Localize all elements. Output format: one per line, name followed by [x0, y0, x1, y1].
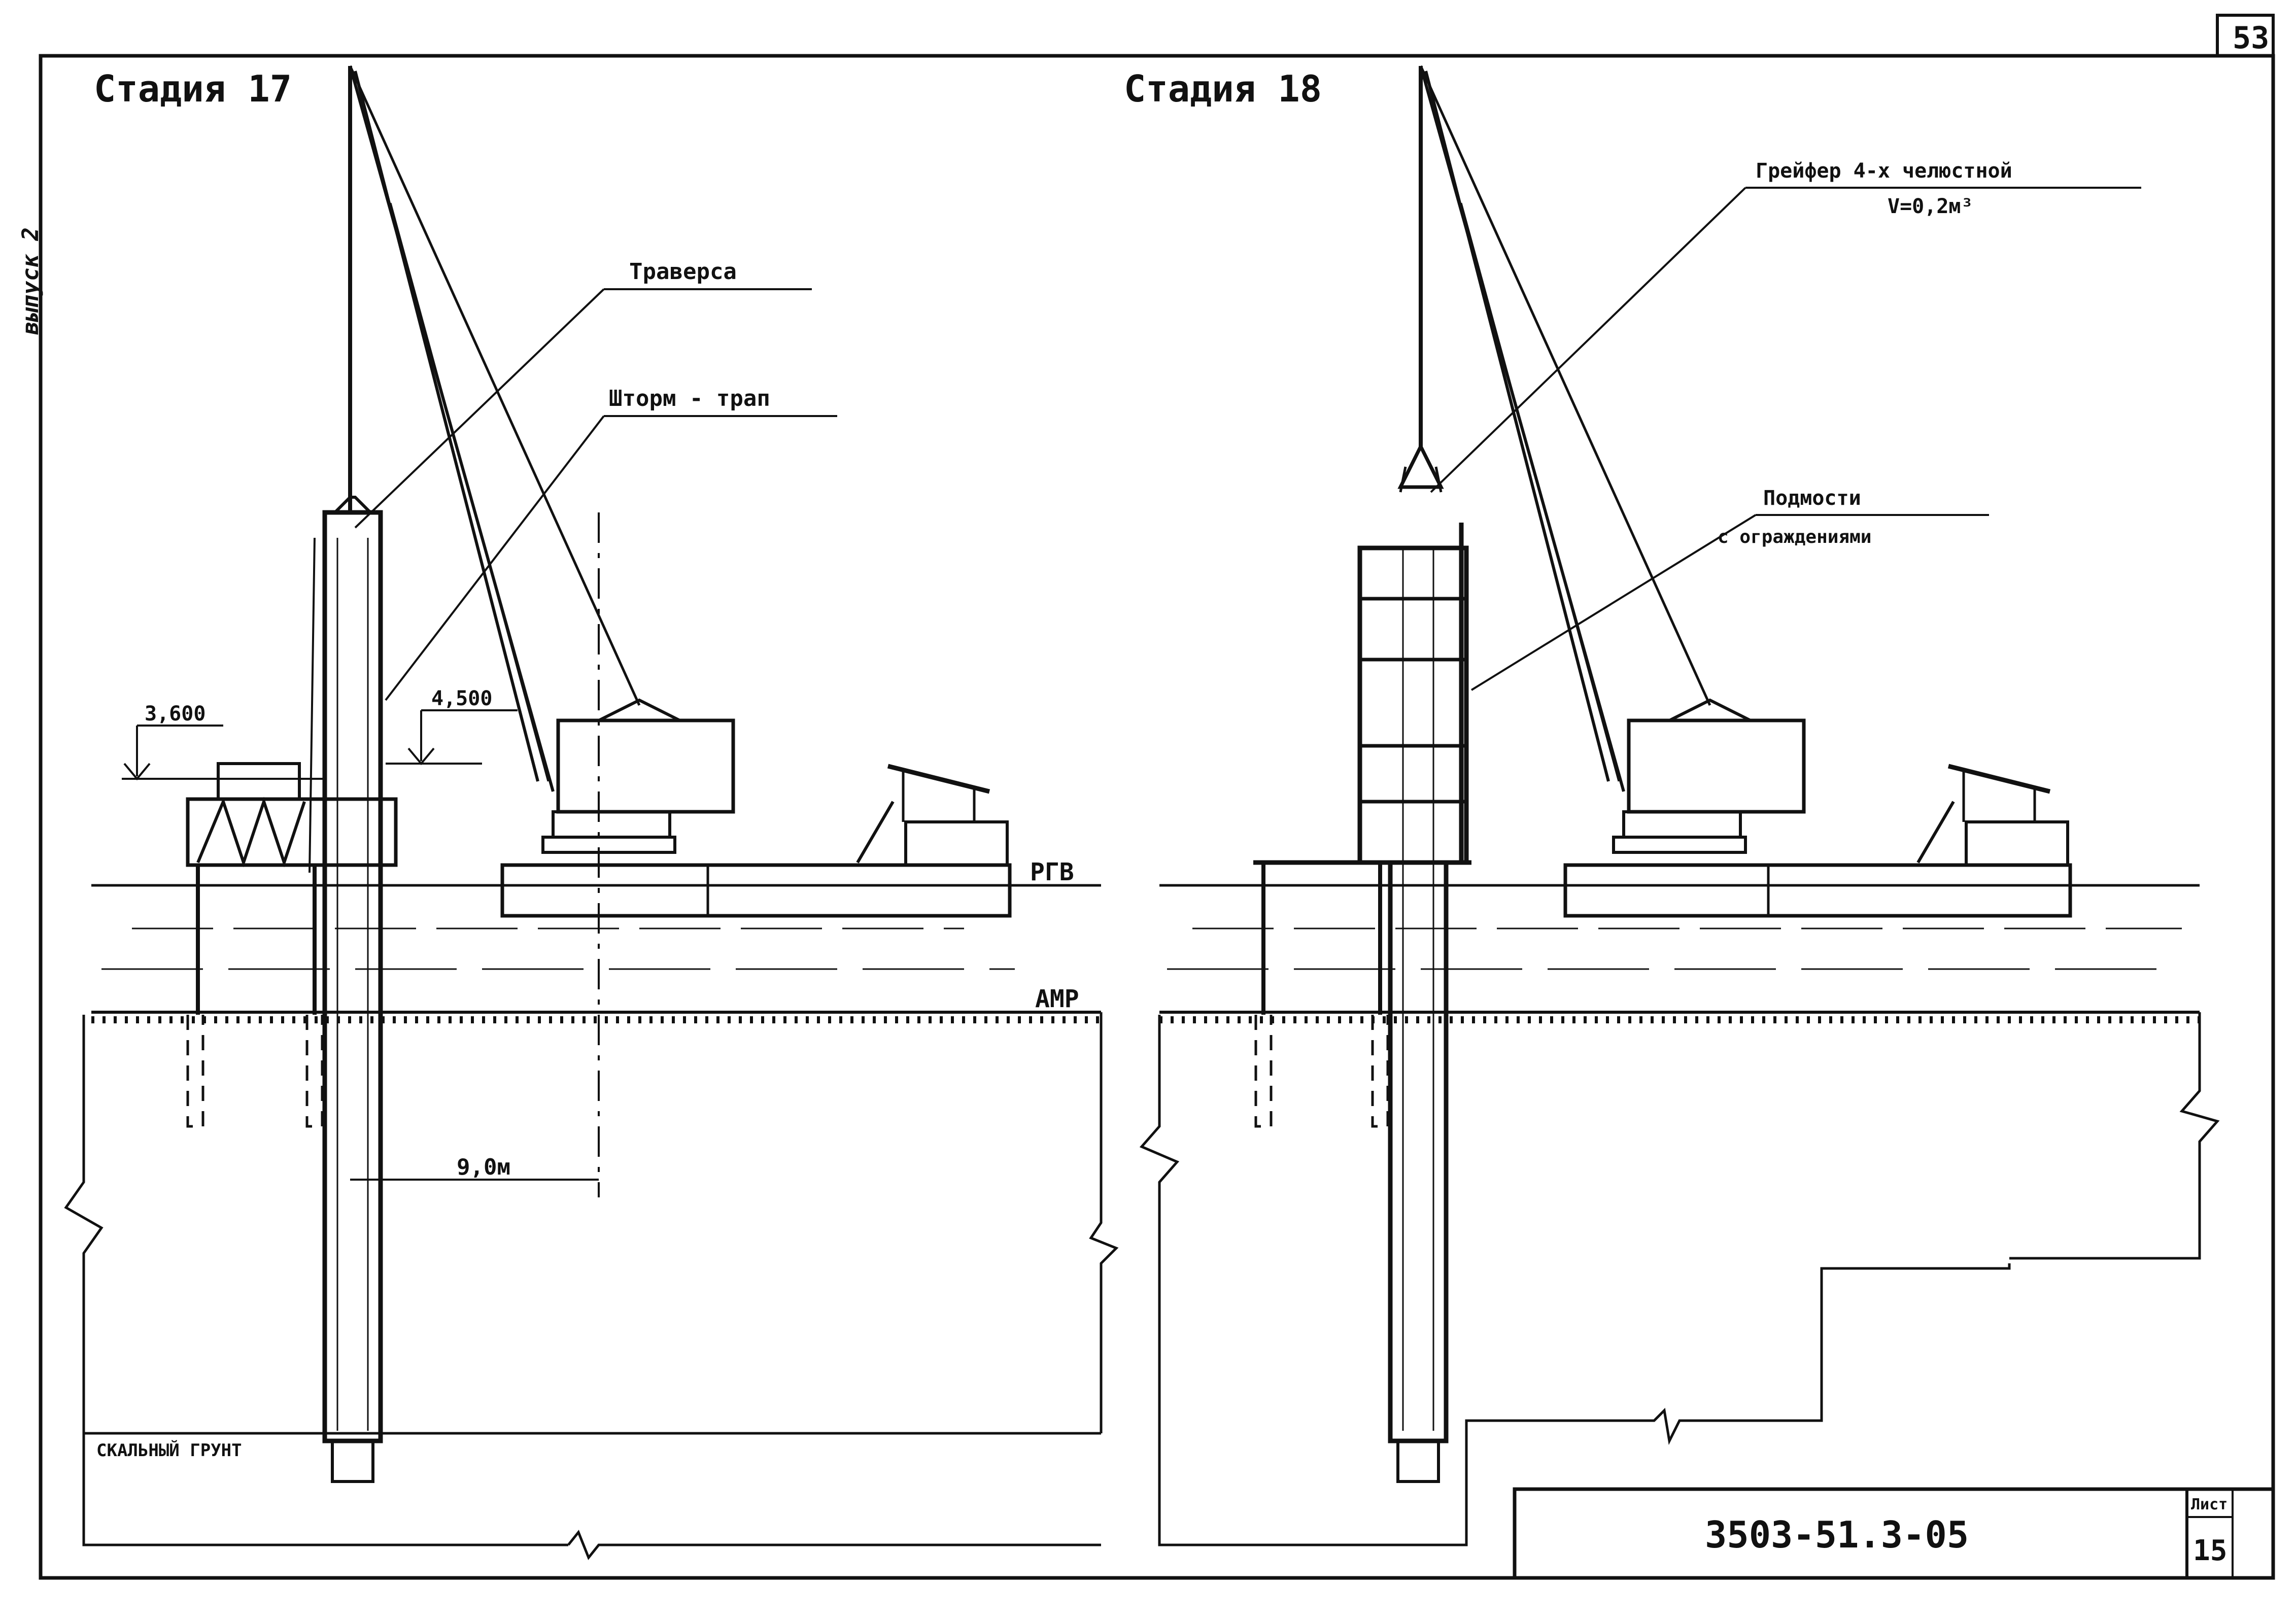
crane-18-boom-b: [1424, 71, 1610, 782]
dim-9m-label: 9,0м: [457, 1154, 510, 1180]
sheet-frame: [39, 54, 2275, 1580]
platform-17-truss: [196, 797, 306, 868]
break-17-bottom: [567, 1530, 1101, 1560]
break-18-right: [2009, 1012, 2220, 1260]
grab-label-line2: V=0,2м³: [1888, 195, 1973, 218]
stage-17-view: Стадия 17: [64, 65, 1119, 1560]
grab-label-line1: Грейфер 4-х челюстной: [1756, 159, 2012, 183]
scaffold-label-line1: Подмости: [1763, 487, 1861, 510]
elev-3600-marker: [122, 726, 325, 781]
storm-ladder-label: Шторм - трап: [609, 386, 770, 411]
crane-17-boom-inner: [390, 202, 549, 782]
grab-jaw-left: [1399, 466, 1407, 493]
crane-18-stay: [1419, 65, 1711, 706]
crane-18-cab: [1627, 718, 1806, 814]
crane-17-track: [541, 836, 676, 854]
barge-18: [1563, 863, 2072, 918]
amr-label-17: АМР: [1035, 985, 1079, 1013]
stage-18-title: Стадия 18: [1124, 67, 1322, 110]
deck-18-leg-b-below: [1371, 1015, 1389, 1128]
side-note: выпуск 2: [18, 227, 44, 335]
platform-17-leg-b-below: [305, 1015, 324, 1128]
title-block: 3503-51.3-05 Лист 15: [1513, 1487, 2275, 1580]
grab-bucket: [1397, 442, 1444, 489]
pile-18-tip: [1396, 1439, 1440, 1483]
barge-17: [500, 863, 1012, 918]
pile-17-tip: [331, 1439, 374, 1483]
stage-17-title: Стадия 17: [94, 67, 292, 110]
platform-17-equipment: [217, 762, 301, 801]
grab-leader: [1430, 187, 1746, 493]
scaffold-label-line2: с ограждениями: [1718, 527, 1871, 547]
title-block-frame: [1513, 1487, 2275, 1580]
break-17-left: [64, 1015, 568, 1546]
crane-17-cab-roof: [598, 698, 681, 722]
elev-4500-marker: [386, 710, 482, 766]
crane-17-turntable: [552, 810, 671, 839]
crane-18-boom-inner: [1460, 202, 1620, 782]
elev-3600: 3,600: [145, 702, 205, 726]
break-17-right: [1089, 1012, 1119, 1433]
rgv-label-17: РГВ: [1030, 858, 1074, 886]
crane-17-cab: [556, 718, 735, 814]
break-18-left: [1139, 1015, 2011, 1546]
page-number-box: [2216, 14, 2275, 57]
sheet-number: 15: [2193, 1534, 2227, 1567]
traverse-label: Траверса: [629, 259, 737, 285]
barge-18-hatch: [1947, 764, 2051, 794]
page-number: 53: [2233, 20, 2269, 56]
scaffold-leader: [1470, 514, 1757, 691]
elev-4500: 4,500: [431, 687, 492, 710]
storm-ladder-leader: [385, 415, 605, 701]
barge-17-hatch: [887, 764, 990, 794]
barge-17-ladder: [856, 801, 895, 864]
pile-17-head: [331, 496, 374, 514]
stage-18-view: Стадия 18: [1124, 65, 2220, 1546]
scaffold-tower: [1357, 545, 1469, 865]
crane-18-turntable: [1622, 810, 1742, 839]
rock-label-17: СКАЛЬНЫЙ ГРУНТ: [96, 1440, 242, 1461]
sheet-label: Лист: [2191, 1496, 2228, 1513]
barge-18-ladder: [1916, 801, 1955, 864]
deck-18-leg-a-below: [1254, 1015, 1273, 1128]
grab-jaw-right: [1434, 466, 1443, 493]
crane-17-stay: [349, 65, 641, 706]
barge-17-cabin: [904, 820, 1009, 867]
barge-18-cabin: [1965, 820, 2069, 867]
crane-18-track: [1612, 836, 1747, 854]
crane-17-boom-b: [354, 71, 539, 782]
storm-ladder-17: [309, 537, 316, 873]
pile-17: [322, 510, 383, 1443]
traverse-leader: [354, 288, 605, 529]
pile-18: [1388, 860, 1449, 1443]
platform-17-leg-a-below: [186, 1015, 204, 1128]
crane-18-cab-roof: [1668, 698, 1752, 722]
doc-code: 3503-51.3-05: [1705, 1513, 1969, 1556]
